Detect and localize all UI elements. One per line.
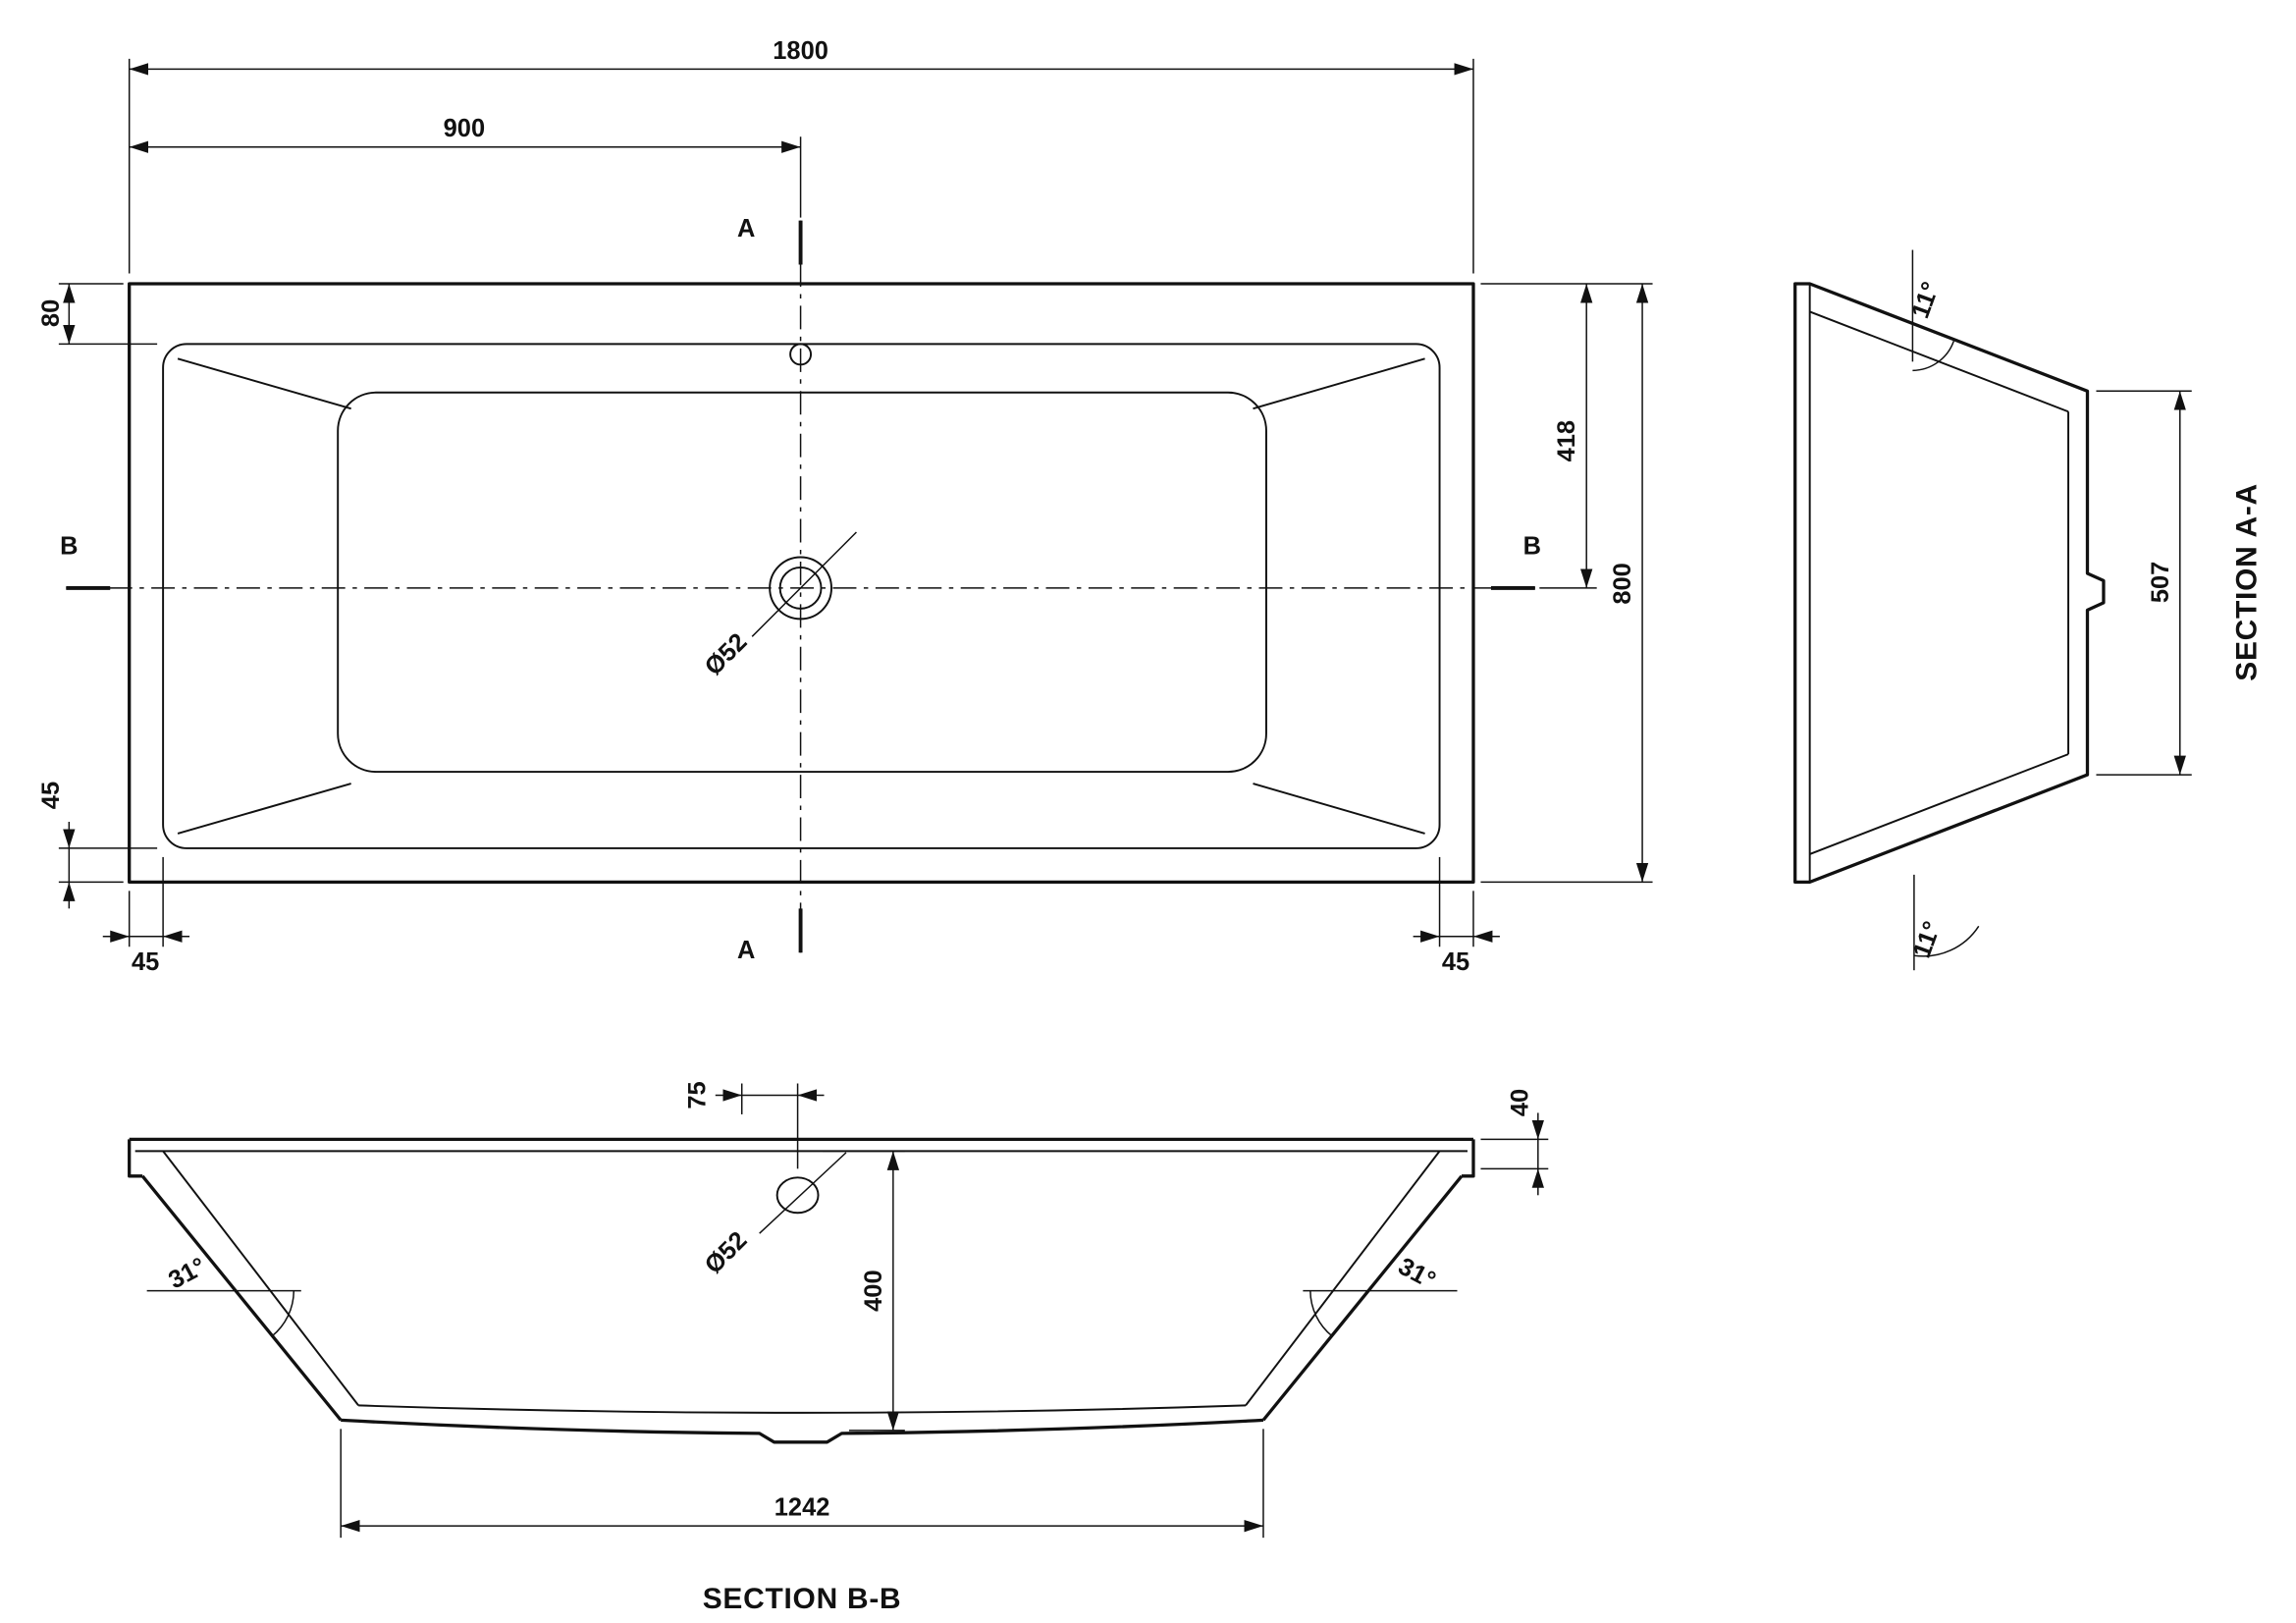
section-aa-dim-floor: 507: [2096, 390, 2192, 776]
section-bb-view: 75 Ø52 400 40 31°: [128, 1081, 1549, 1615]
section-bb-wall-left-outer: [140, 1174, 343, 1422]
plan-dim-overall-length: 1800: [128, 37, 1474, 274]
section-bb-dim-depth: 400: [823, 1150, 905, 1432]
section-bb-right-cap: [1461, 1139, 1475, 1178]
plan-dim-half-length: 900: [129, 115, 802, 218]
plan-dim-rim-top: 80: [37, 283, 158, 346]
section-bb-drain-leader: [759, 1152, 847, 1234]
corner-seam-tr: [1253, 357, 1425, 410]
section-bb-angle-right: 31°: [1303, 1253, 1458, 1337]
section-aa-angle-bottom: 11°: [1908, 874, 1980, 971]
corner-seam-tl: [177, 357, 351, 410]
plan-centerlines: A A B B: [60, 215, 1541, 964]
drain-leader-line: [751, 531, 857, 637]
section-marker-b-right: B: [1523, 532, 1541, 560]
dim-507-label: 507: [2147, 562, 2174, 603]
angle-31-left-label: 31°: [164, 1253, 210, 1295]
angle-31-right-label: 31°: [1394, 1253, 1440, 1295]
tub-floor-edge: [337, 391, 1267, 774]
dim-75-label: 75: [683, 1081, 711, 1109]
dim-45-left-vertical-label: 45: [37, 782, 65, 809]
section-bb-wall-right-inner: [1245, 1150, 1441, 1406]
dim-900-label: 900: [444, 115, 485, 142]
section-bb-angle-left: 31°: [146, 1253, 301, 1337]
section-aa-outer-profile: [1793, 282, 2106, 885]
dim-418-label: 418: [1553, 420, 1580, 461]
dim-800-label: 800: [1609, 563, 1636, 604]
section-bb-dim-drain-offset: 75: [683, 1081, 825, 1169]
section-bb-floor-inner: [358, 1404, 1247, 1414]
section-marker-a-bottom: A: [737, 937, 755, 964]
section-bb-dim-floor-length: 1242: [340, 1429, 1264, 1539]
section-aa-title: SECTION A-A: [2231, 483, 2264, 681]
plan-drain-diameter-label: Ø52: [700, 628, 753, 681]
dim-80-label: 80: [37, 299, 65, 327]
plan-dim-corner-left: 45: [102, 856, 190, 976]
section-bb-drain-hole: [775, 1176, 820, 1215]
section-marker-b-left: B: [60, 532, 78, 560]
section-bb-left-cap: [128, 1139, 143, 1178]
section-aa-wall-bottom-inner: [1809, 753, 2069, 855]
corner-seam-bl: [177, 783, 351, 835]
plan-dim-width: 800: [1480, 283, 1653, 884]
section-bb-dim-rim-height: 40: [1480, 1089, 1549, 1196]
dim-1242-label: 1242: [774, 1494, 830, 1522]
section-aa-view: 11° 11° 507 SECTION A-A: [1793, 249, 2264, 971]
section-bb-drain-diameter-label: Ø52: [700, 1226, 753, 1279]
dim-1800-label: 1800: [773, 37, 828, 65]
section-marker-a-top: A: [737, 215, 755, 243]
corner-seam-br: [1253, 783, 1425, 835]
section-aa-profile: [1793, 282, 2106, 885]
plan-dim-rim-side-bottom: 45: [37, 782, 158, 909]
plan-view: A A B B 1800 900 80: [37, 37, 1653, 976]
section-bb-title: SECTION B-B: [703, 1583, 902, 1615]
plan-dim-corner-right: 45: [1413, 856, 1500, 976]
dim-40-label: 40: [1506, 1089, 1533, 1116]
section-bb-profile: [128, 1137, 1475, 1444]
dim-45-bottom-right-label: 45: [1442, 948, 1469, 976]
dim-45-bottom-left-label: 45: [132, 948, 159, 976]
section-bb-wall-right-outer: [1261, 1174, 1464, 1422]
plan-dim-top-to-centre: 418: [1539, 283, 1597, 589]
section-bb-wall-left-inner: [162, 1150, 359, 1406]
section-bb-floor-outer: [341, 1418, 1264, 1444]
dim-400-label: 400: [860, 1270, 887, 1311]
